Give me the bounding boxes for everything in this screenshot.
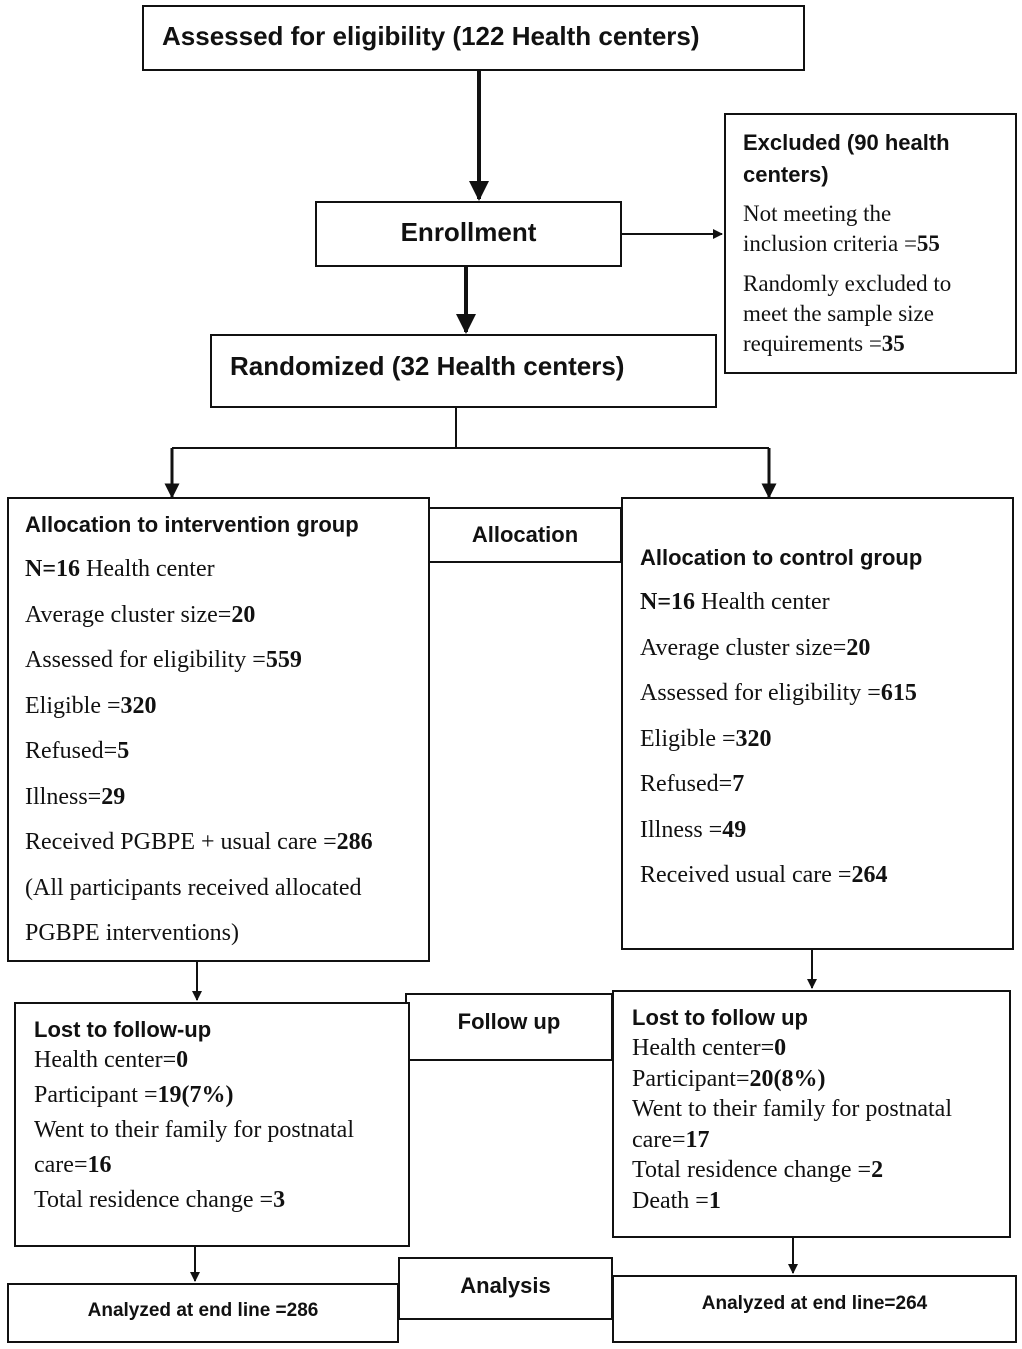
follow-up-label-box: Follow up [405, 993, 613, 1061]
control-assessed: Assessed for eligibility =615 [640, 680, 917, 706]
excluded-box: Excluded (90 health centers) Not meeting… [724, 113, 1017, 374]
allocation-label: Allocation [471, 522, 579, 547]
analyzed-control-text: Analyzed at end line=264 [701, 1293, 928, 1314]
control-cluster: Average cluster size=20 [640, 634, 871, 661]
analysis-label-box: Analysis [398, 1257, 613, 1320]
lost-control-family-line2: care=17 [632, 1126, 710, 1153]
randomized-text: Randomized (32 Health centers) [230, 351, 625, 381]
lost-control-box: Lost to follow up Health center=0 Partic… [612, 990, 1011, 1238]
lost-control-hc: Health center=0 [632, 1035, 787, 1061]
excluded-random-line2: meet the sample size [743, 301, 934, 326]
intervention-note-line1: (All participants received allocated [25, 874, 362, 901]
intervention-eligible: Eligible =320 [25, 692, 157, 719]
lost-control-residence: Total residence change =2 [632, 1157, 884, 1183]
control-n: N=16 Health center [640, 589, 830, 615]
intervention-title: Allocation to intervention group [25, 512, 359, 537]
control-box: Allocation to control group N=16 Health … [621, 497, 1014, 950]
analysis-label: Analysis [460, 1273, 551, 1298]
lost-intervention-family-line2: care=16 [34, 1152, 112, 1178]
lost-control-death: Death =1 [632, 1187, 721, 1214]
assessed-text: Assessed for eligibility (122 Health cen… [162, 21, 700, 51]
analyzed-intervention-text: Analyzed at end line =286 [87, 1300, 319, 1321]
intervention-box: Allocation to intervention group N=16 He… [7, 497, 430, 962]
analyzed-control-box: Analyzed at end line=264 [612, 1275, 1017, 1343]
control-eligible: Eligible =320 [640, 725, 772, 752]
lost-control-title: Lost to follow up [632, 1005, 808, 1030]
excluded-not-meeting-line1: Not meeting the [743, 201, 892, 226]
excluded-random-line3: requirements =35 [743, 331, 905, 356]
intervention-cluster: Average cluster size=20 [25, 601, 256, 628]
excluded-random-line1: Randomly excluded to [743, 271, 952, 296]
control-refused: Refused=7 [640, 771, 745, 797]
lost-control-family-line1: Went to their family for postnatal [632, 1096, 952, 1122]
lost-intervention-title: Lost to follow-up [34, 1017, 212, 1042]
control-title: Allocation to control group [640, 545, 923, 570]
intervention-n: N=16 Health center [25, 556, 215, 582]
lost-intervention-hc: Health center=0 [34, 1047, 189, 1073]
enrollment-box: Enrollment [315, 201, 622, 267]
intervention-note-line2: PGBPE interventions) [25, 920, 239, 946]
intervention-illness: Illness=29 [25, 783, 126, 810]
intervention-received: Received PGBPE + usual care =286 [25, 829, 373, 855]
lost-intervention-residence: Total residence change =3 [34, 1187, 286, 1213]
excluded-title: Excluded (90 health centers) [743, 130, 950, 187]
control-received: Received usual care =264 [640, 862, 888, 888]
lost-control-participant: Participant=20(8%) [632, 1065, 826, 1092]
lost-intervention-box: Lost to follow-up Health center=0 Partic… [14, 1002, 410, 1247]
excluded-not-meeting-line2: inclusion criteria =55 [743, 231, 940, 256]
intervention-assessed: Assessed for eligibility =559 [25, 647, 302, 673]
lost-intervention-family-line1: Went to their family for postnatal [34, 1117, 354, 1143]
analyzed-intervention-box: Analyzed at end line =286 [7, 1283, 399, 1343]
intervention-refused: Refused=5 [25, 738, 130, 764]
allocation-label-box: Allocation [428, 507, 622, 563]
enrollment-text: Enrollment [400, 217, 537, 247]
assessed-box: Assessed for eligibility (122 Health cen… [142, 5, 805, 71]
follow-up-label: Follow up [457, 1009, 561, 1034]
lost-intervention-participant: Participant =19(7%) [34, 1082, 234, 1108]
randomized-box: Randomized (32 Health centers) [210, 334, 717, 408]
control-illness: Illness =49 [640, 816, 747, 843]
